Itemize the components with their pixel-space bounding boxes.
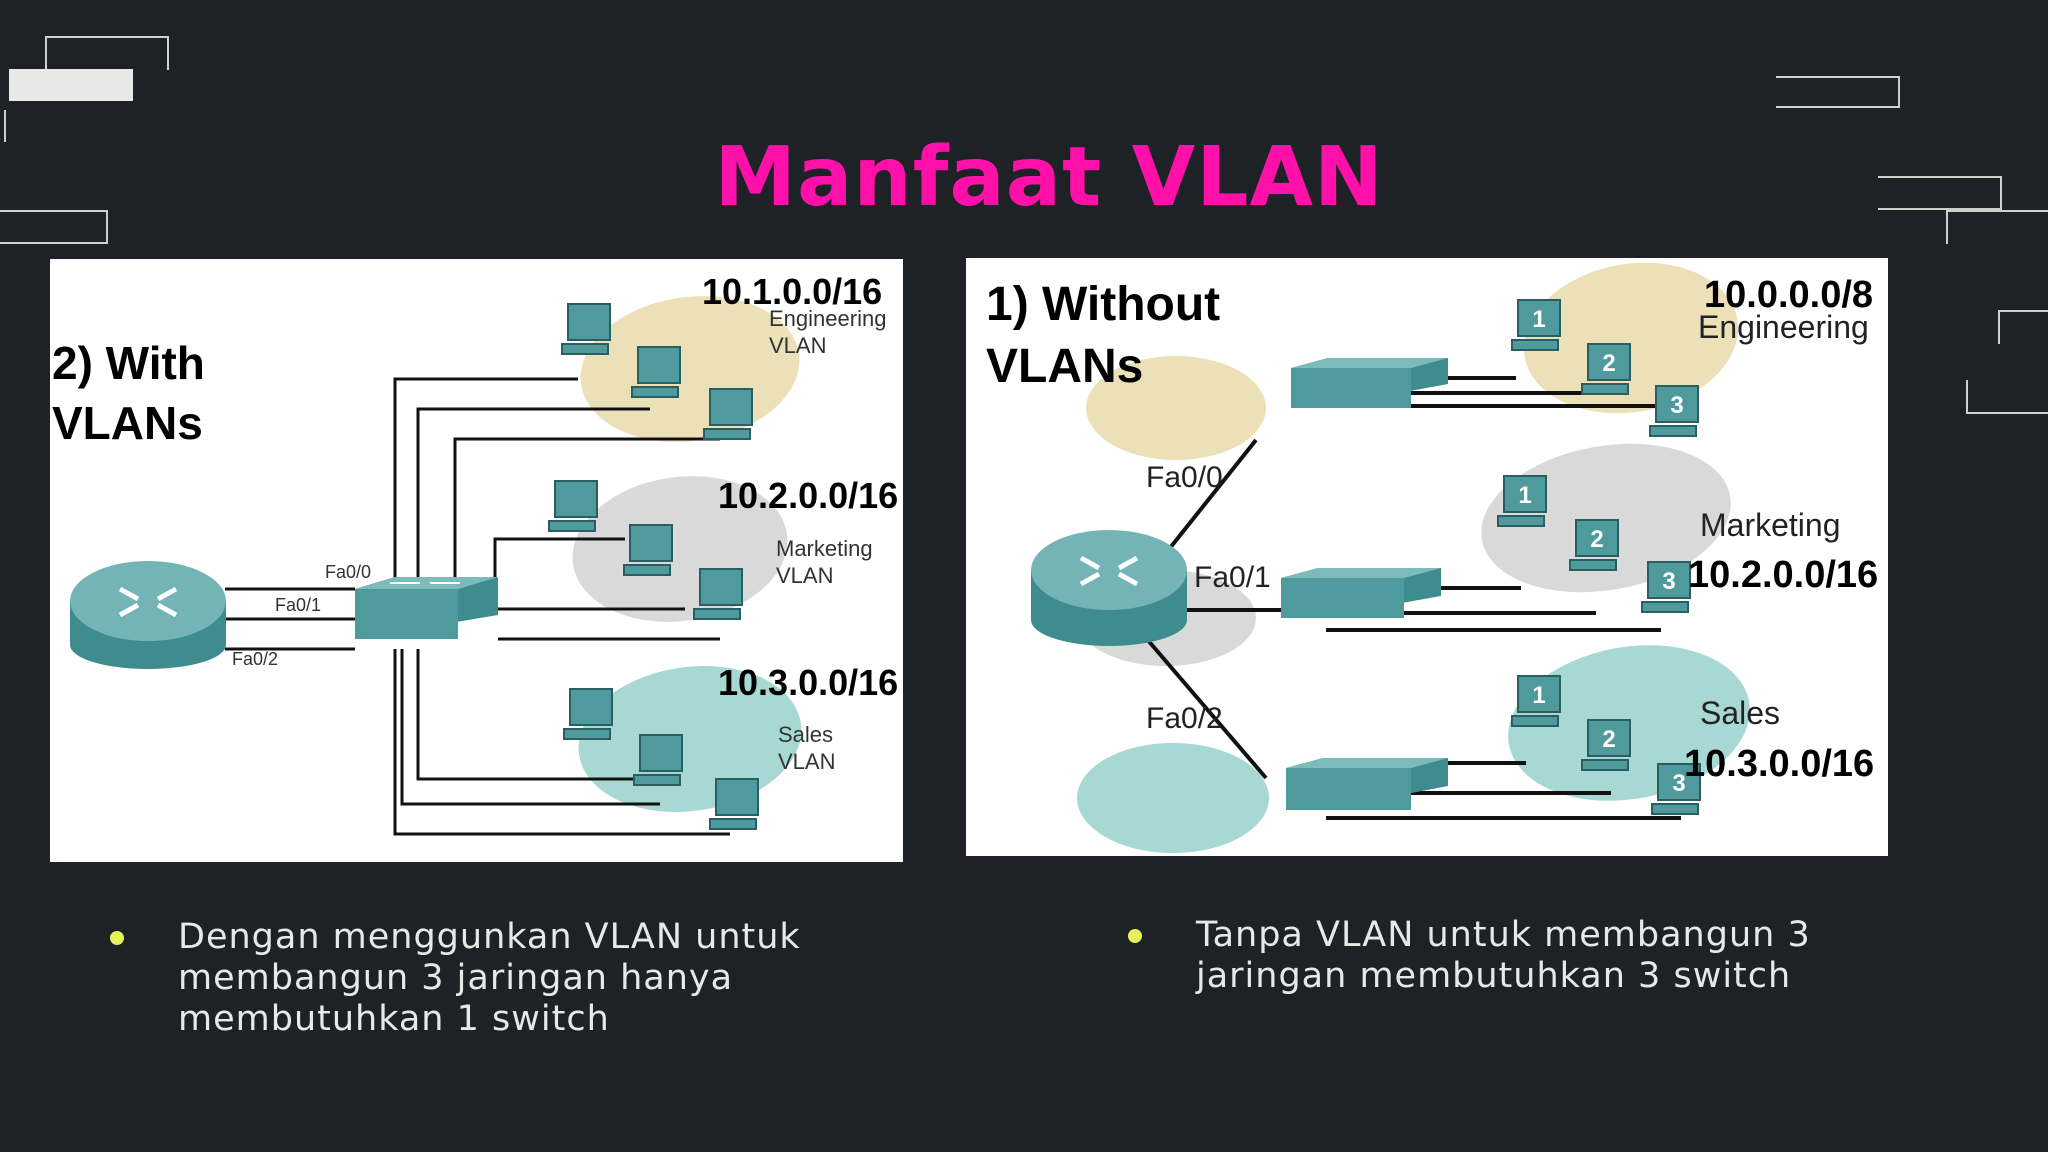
pc-number: 3 bbox=[1670, 392, 1683, 419]
engineering-vlan-line2: VLAN bbox=[769, 333, 826, 358]
switch1-halo bbox=[1086, 356, 1266, 460]
decor-frame-mid-left bbox=[0, 210, 108, 244]
decor-frame-top-left bbox=[45, 36, 169, 70]
switch-sales bbox=[1286, 758, 1448, 810]
port-label-fa0-0: Fa0/0 bbox=[1146, 461, 1223, 494]
router bbox=[70, 561, 226, 669]
sales-subnet: 10.3.0.0/16 bbox=[1684, 743, 1874, 785]
bullet-with-vlan-line2: membangun 3 jaringan hanya bbox=[178, 958, 734, 998]
marketing-vlan-line2: VLAN bbox=[776, 563, 833, 588]
sales-label: Sales bbox=[1700, 695, 1780, 731]
port-label-fa0-1: Fa0/1 bbox=[1194, 561, 1271, 594]
bullet-dot bbox=[110, 931, 124, 945]
switch-engineering bbox=[1291, 358, 1448, 408]
pc-number-labels: 1 2 3 1 2 3 1 2 3 bbox=[1518, 306, 1685, 797]
decor-frame-right-1 bbox=[1878, 176, 2002, 210]
marketing-subnet: 10.2.0.0/16 bbox=[1688, 554, 1878, 596]
switch bbox=[355, 577, 498, 639]
cables bbox=[225, 377, 730, 836]
engineering-vlan-line1: Engineering bbox=[769, 306, 886, 331]
pc-number: 1 bbox=[1532, 306, 1545, 333]
bullet-with-vlan-line1: Dengan menggunkan VLAN untuk bbox=[178, 917, 801, 957]
without-vlans-heading-line1: 1) Without bbox=[986, 278, 1220, 331]
bullet-without-vlan-line2: jaringan membutuhkan 3 switch bbox=[1196, 956, 1792, 996]
pc-number: 2 bbox=[1590, 526, 1603, 553]
pc-number: 1 bbox=[1532, 682, 1545, 709]
decor-frame-right-3 bbox=[1998, 310, 2048, 344]
marketing-label: Marketing bbox=[1700, 507, 1841, 543]
engineering-subnet: 10.1.0.0/16 bbox=[702, 271, 882, 312]
sales-subnet: 10.3.0.0/16 bbox=[718, 662, 898, 703]
pc-icons bbox=[548, 303, 759, 830]
decor-frame-top-right bbox=[1776, 76, 1900, 108]
pc-number: 3 bbox=[1672, 770, 1685, 797]
switch-marketing bbox=[1281, 568, 1441, 618]
engineering-label: Engineering bbox=[1698, 309, 1869, 345]
decor-tick-left bbox=[0, 110, 6, 142]
with-vlans-heading-line2: VLANs bbox=[52, 397, 203, 449]
without-vlans-heading-line2: VLANs bbox=[986, 340, 1143, 393]
switch3-halo bbox=[1077, 743, 1269, 853]
marketing-vlan-line1: Marketing bbox=[776, 536, 873, 561]
port-label-fa0-2: Fa0/2 bbox=[1146, 702, 1223, 735]
slide-title: Manfaat VLAN bbox=[714, 130, 1384, 225]
decor-frame-right-4 bbox=[1966, 380, 2048, 414]
sales-vlan-line1: Sales bbox=[778, 722, 833, 747]
decor-frame-right-2 bbox=[1946, 210, 2048, 244]
engineering-zone bbox=[1523, 262, 1739, 414]
pc-number: 2 bbox=[1602, 350, 1615, 377]
bullet-dot bbox=[1128, 929, 1142, 943]
bullet-with-vlan: Dengan menggunkan VLAN untuk membangun 3… bbox=[110, 917, 898, 1040]
engineering-subnet: 10.0.0.0/8 bbox=[1704, 274, 1873, 316]
bullet-without-vlan: Tanpa VLAN untuk membangun 3 jaringan me… bbox=[1128, 915, 1916, 997]
bullet-without-vlan-line1: Tanpa VLAN untuk membangun 3 bbox=[1196, 915, 1811, 955]
pc-number: 3 bbox=[1662, 568, 1675, 595]
decor-bar-top-left bbox=[9, 69, 133, 101]
marketing-subnet: 10.2.0.0/16 bbox=[718, 475, 898, 516]
sales-vlan-line2: VLAN bbox=[778, 749, 835, 774]
router bbox=[1031, 530, 1187, 646]
port-label-fa0-1: Fa0/1 bbox=[275, 595, 321, 615]
pc-number: 1 bbox=[1518, 482, 1531, 509]
port-label-fa0-2: Fa0/2 bbox=[232, 649, 278, 669]
port-label-fa0-0: Fa0/0 bbox=[325, 562, 371, 582]
without-vlans-diagram: 1 2 3 1 2 3 1 2 3 1) Without VLANs Fa0/0… bbox=[966, 258, 1888, 856]
with-vlans-heading-line1: 2) With bbox=[52, 337, 205, 389]
bullet-with-vlan-line3: membutuhkan 1 switch bbox=[178, 999, 610, 1039]
pc-number: 2 bbox=[1602, 726, 1615, 753]
with-vlans-diagram: 2) With VLANs Fa0/0 Fa0/1 Fa0/2 10.1.0.0… bbox=[50, 259, 903, 862]
pc-icons bbox=[1497, 299, 1701, 815]
